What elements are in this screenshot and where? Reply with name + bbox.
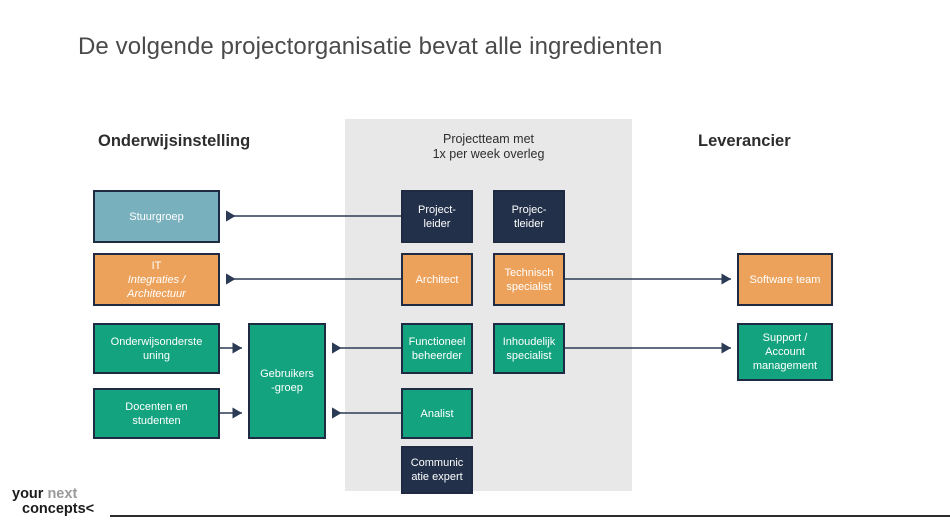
box-stuurgroep-line1: Stuurgroep bbox=[129, 210, 184, 223]
box-support-line3: management bbox=[752, 360, 818, 372]
box-onderwijsondersteuning-line1: Onderwijsonderste bbox=[110, 335, 203, 348]
box-functioneel-line1: Functioneel bbox=[408, 335, 466, 348]
box-communicatie-expert[interactable]: Communic atie expert bbox=[401, 446, 473, 494]
box-support-account-management[interactable]: Support / Account management bbox=[737, 323, 833, 381]
box-projectleider-2-line2: tleider bbox=[514, 217, 544, 230]
company-logo: your next concepts< bbox=[12, 487, 94, 517]
column-heading-onderwijsinstelling: Onderwijsinstelling bbox=[98, 132, 251, 150]
column-heading-projectteam: Projectteam met 1x per week overleg bbox=[345, 132, 632, 162]
box-projectleider-1[interactable]: Project- leider bbox=[401, 190, 473, 243]
box-software-team-line1: Software team bbox=[749, 273, 821, 286]
box-onderwijsondersteuning-line2: uning bbox=[143, 349, 170, 362]
box-inhoudelijk-specialist[interactable]: Inhoudelijk specialist bbox=[493, 323, 565, 374]
box-software-team[interactable]: Software team bbox=[737, 253, 833, 306]
box-technisch-specialist[interactable]: Technisch specialist bbox=[493, 253, 565, 306]
box-projectleider-1-line2: leider bbox=[423, 217, 451, 230]
box-technisch-line1: Technisch bbox=[504, 266, 554, 279]
box-analist[interactable]: Analist bbox=[401, 388, 473, 439]
page-title: De volgende projectorganisatie bevat all… bbox=[78, 33, 663, 60]
box-gebruikersgroep-line1: Gebruikers bbox=[260, 368, 314, 380]
box-projectleider-1-line1: Project- bbox=[418, 203, 456, 216]
box-it-line2: Integraties / bbox=[127, 273, 186, 286]
box-functioneel-line2: beheerder bbox=[411, 349, 463, 362]
box-docenten-en-studenten[interactable]: Docenten en studenten bbox=[93, 388, 220, 439]
project-team-band bbox=[345, 119, 632, 491]
box-analist-line1: Analist bbox=[420, 407, 454, 420]
box-communicatie-line1: Communic bbox=[410, 457, 464, 469]
logo-word-concepts: concepts< bbox=[22, 501, 95, 517]
box-it-line1: IT bbox=[151, 259, 162, 272]
box-docenten-line1: Docenten en bbox=[125, 400, 188, 413]
box-support-line1: Support / bbox=[762, 332, 808, 344]
box-support-line2: Account bbox=[765, 346, 805, 358]
logo-word-your: your bbox=[12, 486, 44, 502]
box-stuurgroep[interactable]: Stuurgroep bbox=[93, 190, 220, 243]
box-projectleider-2[interactable]: Projec- tleider bbox=[493, 190, 565, 243]
box-gebruikersgroep-line2: -groep bbox=[271, 382, 303, 394]
box-docenten-line2: studenten bbox=[132, 414, 181, 427]
box-it-line3: Architectuur bbox=[127, 287, 186, 300]
footer-divider bbox=[110, 515, 950, 517]
box-architect-line1: Architect bbox=[415, 273, 459, 286]
box-gebruikersgroep[interactable]: Gebruikers -groep bbox=[248, 323, 326, 439]
column-heading-leverancier: Leverancier bbox=[698, 132, 791, 150]
box-communicatie-line2: atie expert bbox=[411, 471, 463, 483]
column-heading-projectteam-line2: 1x per week overleg bbox=[432, 147, 545, 161]
box-it[interactable]: IT Integraties / Architectuur bbox=[93, 253, 220, 306]
box-functioneel-beheerder[interactable]: Functioneel beheerder bbox=[401, 323, 473, 374]
box-architect[interactable]: Architect bbox=[401, 253, 473, 306]
logo-word-next: next bbox=[47, 486, 78, 502]
box-inhoudelijk-line1: Inhoudelijk bbox=[502, 335, 556, 348]
box-inhoudelijk-line2: specialist bbox=[506, 349, 552, 362]
box-technisch-line2: specialist bbox=[506, 280, 552, 293]
box-onderwijsondersteuning[interactable]: Onderwijsonderste uning bbox=[93, 323, 220, 374]
box-projectleider-2-line1: Projec- bbox=[511, 203, 547, 216]
column-heading-projectteam-line1: Projectteam met bbox=[442, 132, 534, 146]
